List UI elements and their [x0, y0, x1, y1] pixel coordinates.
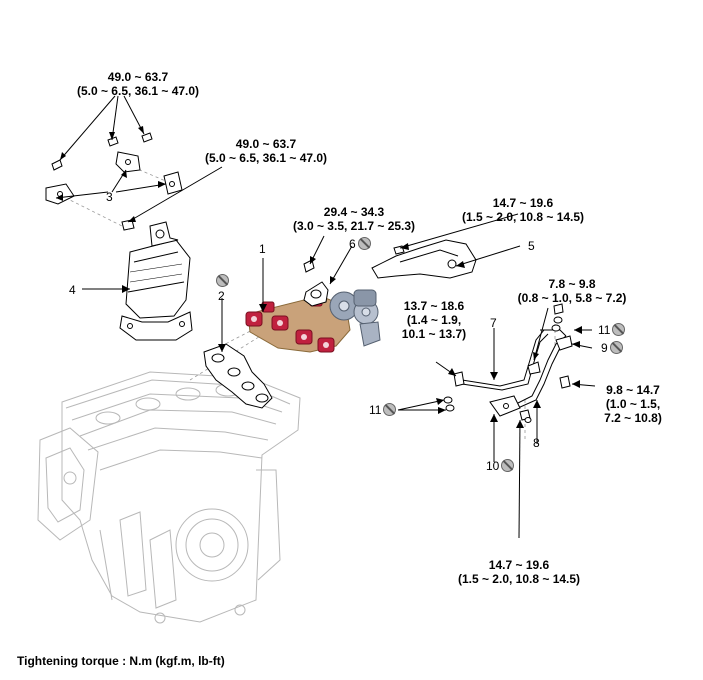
- callout-1: 1: [259, 242, 266, 256]
- torque-value: 13.7 ~ 18.6: [403, 299, 465, 313]
- callout-2: 2: [218, 289, 225, 303]
- torque-value: 7.8 ~ 9.8: [548, 277, 596, 291]
- non-reusable-icon: [383, 403, 397, 416]
- torque-value: 49.0 ~ 63.7: [235, 137, 297, 151]
- callout-7: 7: [490, 316, 497, 330]
- torque-conversion: (1.0 ~ 1.5,: [605, 397, 661, 411]
- callout-6-wrap: 6: [349, 237, 371, 251]
- callout-10: 10: [486, 459, 500, 473]
- callout-3: 3: [106, 190, 113, 204]
- torque-units-note: Tightening torque : N.m (kgf.m, lb-ft): [17, 654, 225, 668]
- callout-11: 11: [369, 403, 382, 417]
- torque-conversion: (1.5 ~ 2.0, 10.8 ~ 14.5): [461, 210, 585, 224]
- exhaust-manifold: [245, 295, 351, 353]
- turbo-gasket: [303, 281, 329, 307]
- torque-conversion: (0.8 ~ 1.0, 5.8 ~ 7.2): [517, 291, 627, 305]
- torque-value: 14.7 ~ 19.6: [492, 196, 554, 210]
- non-reusable-icon: [501, 459, 515, 472]
- torque-label-5: 7.8 ~ 9.8 (0.8 ~ 1.0, 5.8 ~ 7.2): [510, 277, 634, 305]
- torque-label-6: 13.7 ~ 18.6 (1.4 ~ 1.9, 10.1 ~ 13.7): [396, 299, 472, 341]
- torque-label-3: 29.4 ~ 34.3 (3.0 ~ 3.5, 21.7 ~ 25.3): [284, 205, 424, 233]
- callout-5: 5: [528, 239, 535, 253]
- torque-conversion: (1.5 ~ 2.0, 10.8 ~ 14.5): [457, 572, 581, 586]
- turbocharger: [329, 289, 381, 347]
- torque-conversion-cont: 10.1 ~ 13.7): [401, 327, 467, 341]
- callout-10-wrap: 10: [486, 459, 515, 473]
- catalytic-converter: [119, 221, 193, 341]
- torque-value: 9.8 ~ 14.7: [606, 383, 660, 397]
- non-reusable-icon: [612, 323, 626, 336]
- callout-6: 6: [349, 237, 356, 251]
- arrowheads: [56, 126, 582, 428]
- torque-conversion-cont: 7.2 ~ 10.8): [604, 411, 662, 425]
- torque-label-2: 49.0 ~ 63.7 (5.0 ~ 6.5, 36.1 ~ 47.0): [198, 137, 334, 165]
- callout-11: 11: [598, 323, 611, 337]
- callout-8: 8: [533, 436, 540, 450]
- pipe-fittings: [443, 303, 573, 423]
- engine-block: [37, 371, 301, 624]
- manifold-gasket: [203, 343, 273, 409]
- callout-11a-wrap: 11: [369, 403, 397, 417]
- torque-label-8: 14.7 ~ 19.6 (1.5 ~ 2.0, 10.8 ~ 14.5): [444, 558, 594, 586]
- torque-conversion: (5.0 ~ 6.5, 36.1 ~ 47.0): [204, 151, 328, 165]
- callout-4: 4: [69, 283, 76, 297]
- torque-label-1: 49.0 ~ 63.7 (5.0 ~ 6.5, 36.1 ~ 47.0): [70, 70, 206, 98]
- torque-value: 49.0 ~ 63.7: [107, 70, 169, 84]
- bracket-bolts: [51, 132, 153, 171]
- torque-label-4: 14.7 ~ 19.6 (1.5 ~ 2.0, 10.8 ~ 14.5): [448, 196, 598, 224]
- callout-9: 9: [601, 341, 608, 355]
- non-reusable-icon: [357, 237, 371, 250]
- turbo-nut: [303, 259, 315, 273]
- torque-value: 29.4 ~ 34.3: [323, 205, 385, 219]
- torque-label-7: 9.8 ~ 14.7 (1.0 ~ 1.5, 7.2 ~ 10.8): [596, 383, 670, 425]
- torque-conversion: (5.0 ~ 6.5, 36.1 ~ 47.0): [76, 84, 200, 98]
- callout-9-wrap: 9: [601, 341, 623, 355]
- non-reusable-icon: [609, 341, 623, 354]
- torque-conversion: (3.0 ~ 3.5, 21.7 ~ 25.3): [292, 219, 416, 233]
- brackets: [45, 151, 183, 231]
- heat-protector: [371, 239, 477, 279]
- callout-11b-wrap: 11: [598, 323, 626, 337]
- torque-conversion: (1.4 ~ 1.9,: [406, 313, 462, 327]
- torque-value: 14.7 ~ 19.6: [488, 558, 550, 572]
- non-reusable-icon: [216, 274, 229, 287]
